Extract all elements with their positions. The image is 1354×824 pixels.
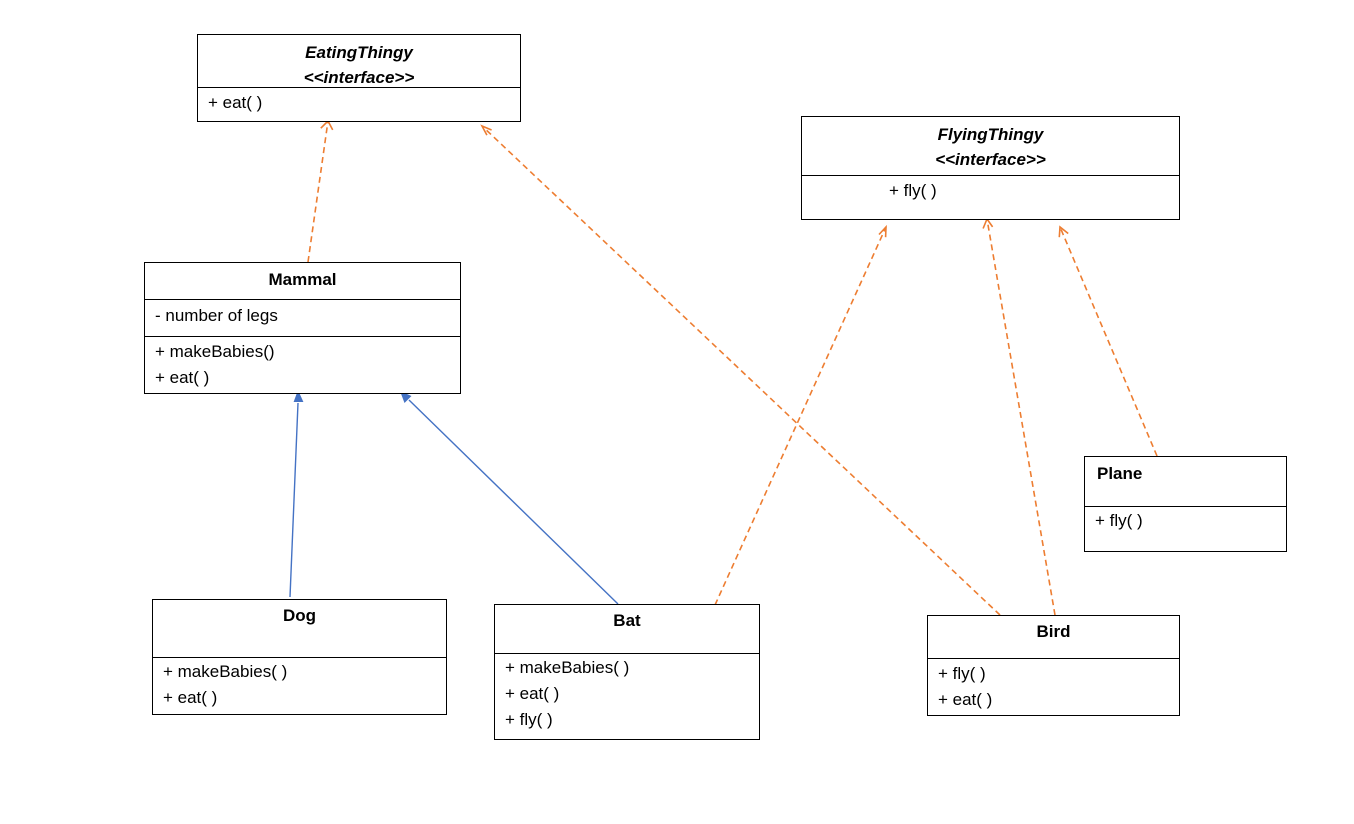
method: + eat( ) (208, 93, 263, 112)
method: + fly( ) (505, 710, 553, 729)
methods-section: + fly( ) (802, 175, 1179, 208)
class-name: FlyingThingy (937, 125, 1044, 144)
method: + fly( ) (1095, 511, 1143, 530)
method: + fly( ) (889, 181, 937, 200)
methods-section: + makeBabies( ) + eat( ) + fly( ) (495, 653, 759, 737)
inheritance-bat-mammal (400, 391, 619, 605)
method: + eat( ) (505, 684, 560, 703)
attribute: - number of legs (155, 306, 278, 325)
class-header: Mammal (145, 263, 460, 299)
realization-plane-flyingthingy (1058, 225, 1158, 457)
attributes-section: - number of legs (145, 299, 460, 336)
methods-section: + makeBabies() + eat( ) (145, 336, 460, 395)
class-header: Dog (153, 600, 446, 657)
class-mammal[interactable]: Mammal - number of legs + makeBabies() +… (144, 262, 461, 394)
method: + makeBabies( ) (163, 662, 288, 681)
method: + eat( ) (163, 688, 218, 707)
class-name: Mammal (268, 270, 337, 289)
method: + makeBabies( ) (505, 658, 630, 677)
class-plane[interactable]: Plane + fly( ) (1084, 456, 1287, 552)
realization-bird-eatingthingy (480, 124, 1001, 616)
class-bat[interactable]: Bat + makeBabies( ) + eat( ) + fly( ) (494, 604, 760, 740)
realization-mammal-eatingthingy (307, 119, 334, 263)
inheritance-dog-mammal (289, 390, 304, 598)
class-name: Bat (613, 611, 641, 630)
methods-section: + eat( ) (198, 87, 520, 120)
class-header: Bat (495, 605, 759, 653)
class-name: EatingThingy (305, 43, 413, 62)
class-flyingthingy[interactable]: FlyingThingy <<interface>> + fly( ) (801, 116, 1180, 220)
realization-bat-flyingthingy (714, 224, 887, 606)
class-name: Plane (1097, 464, 1143, 483)
class-header: Bird (928, 616, 1179, 658)
method: + eat( ) (938, 690, 993, 709)
methods-section: + makeBabies( ) + eat( ) (153, 657, 446, 715)
class-dog[interactable]: Dog + makeBabies( ) + eat( ) (152, 599, 447, 715)
method: + fly( ) (938, 664, 986, 683)
class-name: Bird (1036, 622, 1071, 641)
methods-section: + fly( ) (1085, 506, 1286, 538)
class-stereotype: <<interface>> (303, 68, 415, 87)
method: + eat( ) (155, 368, 210, 387)
class-eatingthingy[interactable]: EatingThingy <<interface>> + eat( ) (197, 34, 521, 122)
class-bird[interactable]: Bird + fly( ) + eat( ) (927, 615, 1180, 716)
class-stereotype: <<interface>> (935, 150, 1046, 169)
class-header: EatingThingy <<interface>> (198, 35, 520, 87)
class-header: Plane (1085, 457, 1286, 506)
realization-bird-flyingthingy (982, 217, 1056, 616)
method: + makeBabies() (155, 342, 275, 361)
methods-section: + fly( ) + eat( ) (928, 658, 1179, 717)
class-name: Dog (282, 606, 317, 625)
class-header: FlyingThingy <<interface>> (802, 117, 1179, 175)
